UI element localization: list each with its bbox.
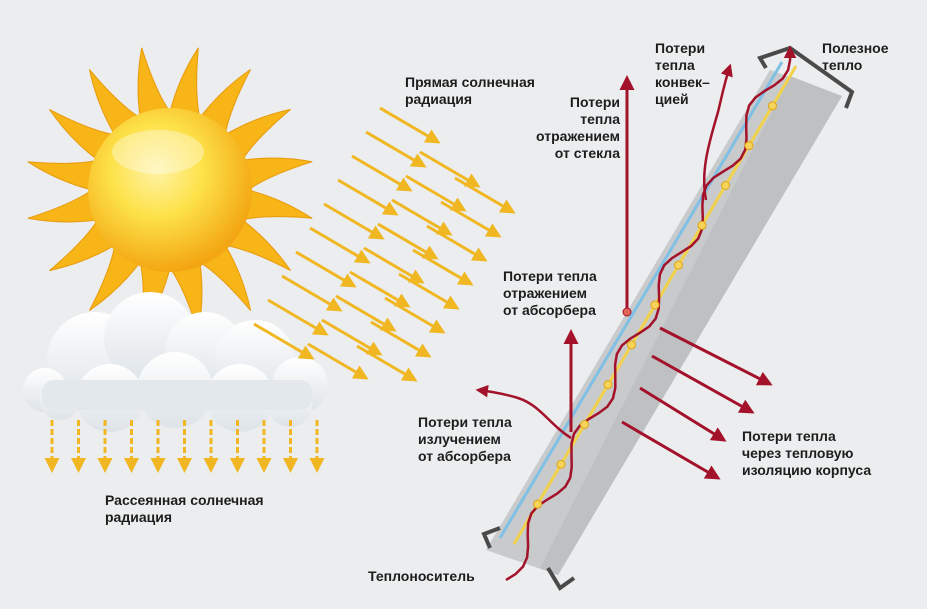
- direct-ray: [253, 322, 315, 360]
- insulation-loss-arrow: [621, 420, 721, 480]
- pipe-joint: [627, 340, 636, 350]
- absorber-emission-arrow: [475, 384, 572, 440]
- heat-carrier-label: Теплоноситель: [368, 568, 475, 584]
- pipe-joint: [674, 260, 683, 270]
- sun-disk: [88, 108, 252, 272]
- heat-loss-arrows: [475, 63, 773, 480]
- pipe-joint: [533, 499, 542, 509]
- diffuse-radiation-label: Рассеянная солнечная радиация: [105, 492, 264, 525]
- convection-arrow: [702, 63, 733, 201]
- direct-ray: [426, 224, 488, 262]
- direct-ray: [384, 296, 446, 334]
- direct-ray: [440, 200, 502, 238]
- direct-radiation-arrows: [253, 106, 516, 382]
- useful-heat-label: Полезное тепло: [822, 40, 889, 73]
- direct-ray: [307, 342, 369, 380]
- direct-ray: [323, 202, 385, 240]
- glass-cover: [498, 61, 784, 539]
- direct-ray: [398, 272, 460, 310]
- direct-ray: [335, 294, 397, 332]
- sun-icon: [27, 47, 313, 333]
- pipe-joint: [744, 141, 754, 151]
- loss-insulation-label: Потери тепла через тепловую изоляцию кор…: [742, 428, 872, 478]
- insulation-loss-arrow: [651, 354, 755, 414]
- direct-ray: [309, 226, 371, 264]
- loss-absorber-emission-label: Потери тепла излучением от абсорбера: [418, 414, 512, 464]
- direct-ray: [454, 176, 516, 214]
- sun-highlight: [112, 130, 204, 174]
- direct-ray: [356, 344, 418, 382]
- solar-collector: [481, 45, 855, 591]
- diffuse-radiation-arrows: [44, 420, 325, 473]
- pipe-joint: [556, 459, 566, 469]
- heat-carrier-pipe: [505, 45, 797, 582]
- direct-ray: [377, 222, 439, 260]
- direct-ray: [363, 246, 425, 284]
- pipe-joint: [580, 420, 589, 429]
- direct-ray: [337, 178, 399, 216]
- direct-ray: [351, 154, 413, 192]
- direct-ray: [391, 198, 453, 236]
- direct-ray: [365, 130, 427, 168]
- direct-ray: [321, 318, 383, 356]
- insulation-loss-arrow: [659, 326, 773, 386]
- housing-shade: [540, 76, 842, 575]
- direct-ray: [419, 150, 481, 188]
- direct-ray: [370, 320, 432, 358]
- reflection-point: [622, 307, 632, 317]
- direct-ray: [379, 106, 441, 144]
- loss-glass-reflection-label: Потери тепла отражением от стекла: [536, 94, 620, 161]
- bottom-frame: [481, 526, 576, 591]
- pipe-joint: [603, 380, 613, 390]
- pipe-joint: [697, 220, 707, 230]
- direct-radiation-label: Прямая солнечная радиация: [405, 74, 535, 107]
- loss-convection-label: Потери тепла конвек– цией: [655, 40, 710, 107]
- insulation-loss-arrow: [639, 386, 727, 442]
- pipe-joint: [650, 300, 660, 310]
- loss-absorber-reflection-label: Потери тепла отражением от абсорбера: [503, 268, 597, 318]
- direct-ray: [412, 248, 474, 286]
- direct-ray: [295, 250, 357, 288]
- direct-ray: [349, 270, 411, 308]
- direct-ray: [267, 298, 329, 336]
- direct-ray: [405, 174, 467, 212]
- direct-ray: [281, 274, 343, 312]
- pipe-joint: [721, 181, 730, 190]
- cloud-icon: [23, 292, 328, 432]
- pipe-joint: [768, 101, 777, 111]
- cloud-base: [42, 380, 312, 410]
